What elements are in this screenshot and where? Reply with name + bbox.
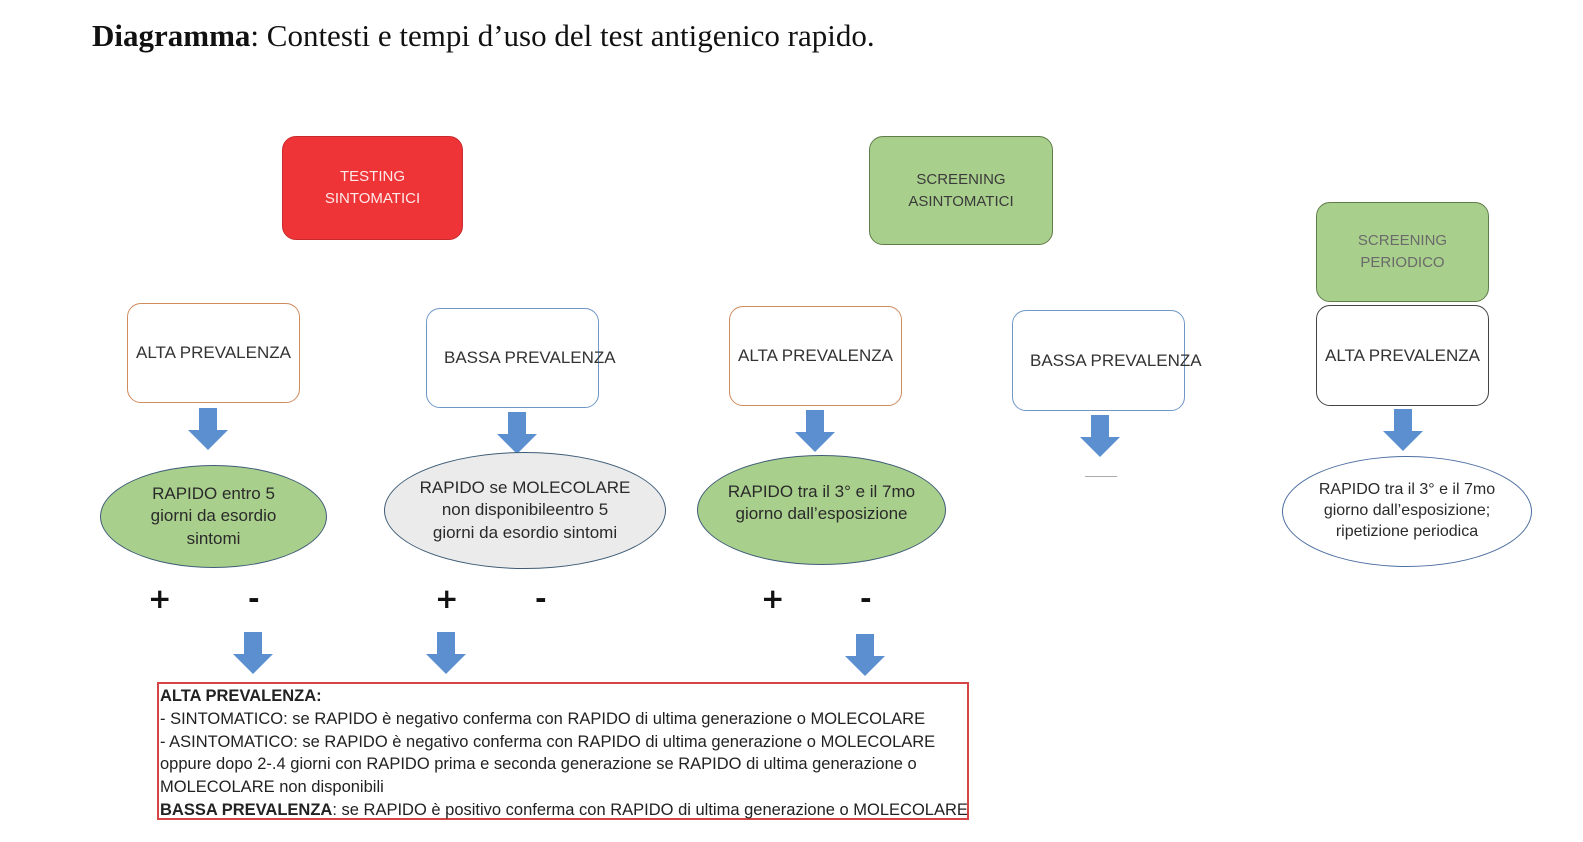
- test-line: non disponibileentro 5: [441, 500, 609, 520]
- sympt-alta-label: ALTA PREVALENZA: [136, 343, 291, 363]
- note-high-heading: ALTA PREVALENZA:: [160, 687, 322, 705]
- confirmation-note-box: ALTA PREVALENZA: - SINTOMATICO: se RAPID…: [157, 682, 969, 820]
- negative-sign: -: [248, 582, 260, 615]
- test-line: ripetizione periodica: [1335, 522, 1479, 540]
- arrow-down-icon: [426, 632, 466, 674]
- asympt-alta-test-ellipse: RAPIDO tra il 3° e il 7mo giorno dall’esp…: [697, 455, 946, 565]
- periodic-alta-test-ellipse: RAPIDO tra il 3° e il 7mo giorno dall’esp…: [1282, 456, 1532, 567]
- test-line: RAPIDO entro 5: [152, 484, 275, 504]
- asympt-alta-prevalenza-box: ALTA PREVALENZA: [729, 306, 902, 406]
- screening-periodico-box: SCREENING PERIODICO: [1316, 202, 1489, 302]
- title-text: : Contesti e tempi d’uso del test antige…: [250, 18, 875, 53]
- arrow-down-icon: [1383, 409, 1423, 451]
- arrow-down-icon: [795, 410, 835, 452]
- negative-sign: -: [860, 582, 872, 615]
- arrow-down-icon: [497, 412, 537, 454]
- note-low-heading: BASSA PREVALENZA: [160, 800, 333, 819]
- title-bold: Diagramma: [92, 18, 251, 53]
- positive-sign: +: [761, 582, 785, 615]
- asympt-alta-label: ALTA PREVALENZA: [738, 346, 893, 366]
- note-low-text: : se RAPIDO è positivo conferma con RAPI…: [332, 800, 967, 819]
- positive-sign: +: [148, 582, 172, 615]
- screening-label-2: ASINTOMATICI: [908, 192, 1014, 210]
- arrow-down-icon: [233, 632, 273, 674]
- test-line: RAPIDO se MOLECOLARE: [419, 478, 631, 498]
- positive-sign: +: [435, 582, 459, 615]
- arrow-down-icon: [188, 408, 228, 450]
- negative-sign: -: [535, 582, 547, 615]
- periodic-alta-prevalenza-box: ALTA PREVALENZA: [1316, 305, 1489, 406]
- asympt-bassa-prevalenza-box: BASSA PREVALENZA: [1012, 310, 1202, 411]
- note-line-asintomatico-1: - ASINTOMATICO: se RAPIDO è negativo con…: [160, 732, 936, 751]
- testing-label-2: SINTOMATICI: [324, 190, 421, 207]
- screening-asintomatici-box: SCREENING ASINTOMATICI: [869, 136, 1053, 245]
- note-low-line: BASSA PREVALENZA: se RAPIDO è positivo c…: [160, 799, 967, 822]
- sympt-alta-prevalenza-box: ALTA PREVALENZA: [127, 303, 300, 403]
- note-line-sintomatico: - SINTOMATICO: se RAPIDO è negativo conf…: [160, 709, 926, 728]
- test-line: sintomi: [186, 528, 241, 548]
- arrow-down-icon: [1080, 415, 1120, 457]
- asympt-bassa-label: BASSA PREVALENZA: [1030, 350, 1202, 370]
- note-line-asintomatico-3: MOLECOLARE non disponibili: [160, 778, 384, 797]
- test-line: RAPIDO tra il 3° e il 7mo: [727, 481, 916, 501]
- diagram-title: Diagramma: Contesti e tempi d’uso del te…: [92, 18, 875, 54]
- test-line: RAPIDO tra il 3° e il 7mo: [1318, 481, 1496, 499]
- test-line: giorno dall’esposizione;: [1323, 502, 1491, 520]
- test-line: giorno dall’esposizione: [735, 504, 908, 523]
- connector-stub: [1085, 476, 1117, 477]
- testing-sintomatici-box: TESTING SINTOMATICI: [282, 136, 463, 240]
- periodic-label-1: SCREENING: [1357, 232, 1448, 250]
- testing-label-1: TESTING: [339, 168, 405, 186]
- arrow-down-icon: [845, 634, 885, 676]
- periodic-label-2: PERIODICO: [1360, 254, 1445, 271]
- test-line: giorni da esordio: [150, 506, 277, 526]
- periodic-alta-label: ALTA PREVALENZA: [1325, 345, 1480, 365]
- sympt-bassa-label: BASSA PREVALENZA: [444, 348, 616, 368]
- test-line: giorni da esordio sintomi: [432, 522, 618, 542]
- note-line-asintomatico-2: oppure dopo 2-.4 giorni con RAPIDO prima…: [160, 755, 917, 774]
- screening-label-1: SCREENING: [916, 170, 1006, 188]
- sympt-bassa-prevalenza-box: BASSA PREVALENZA: [426, 308, 616, 408]
